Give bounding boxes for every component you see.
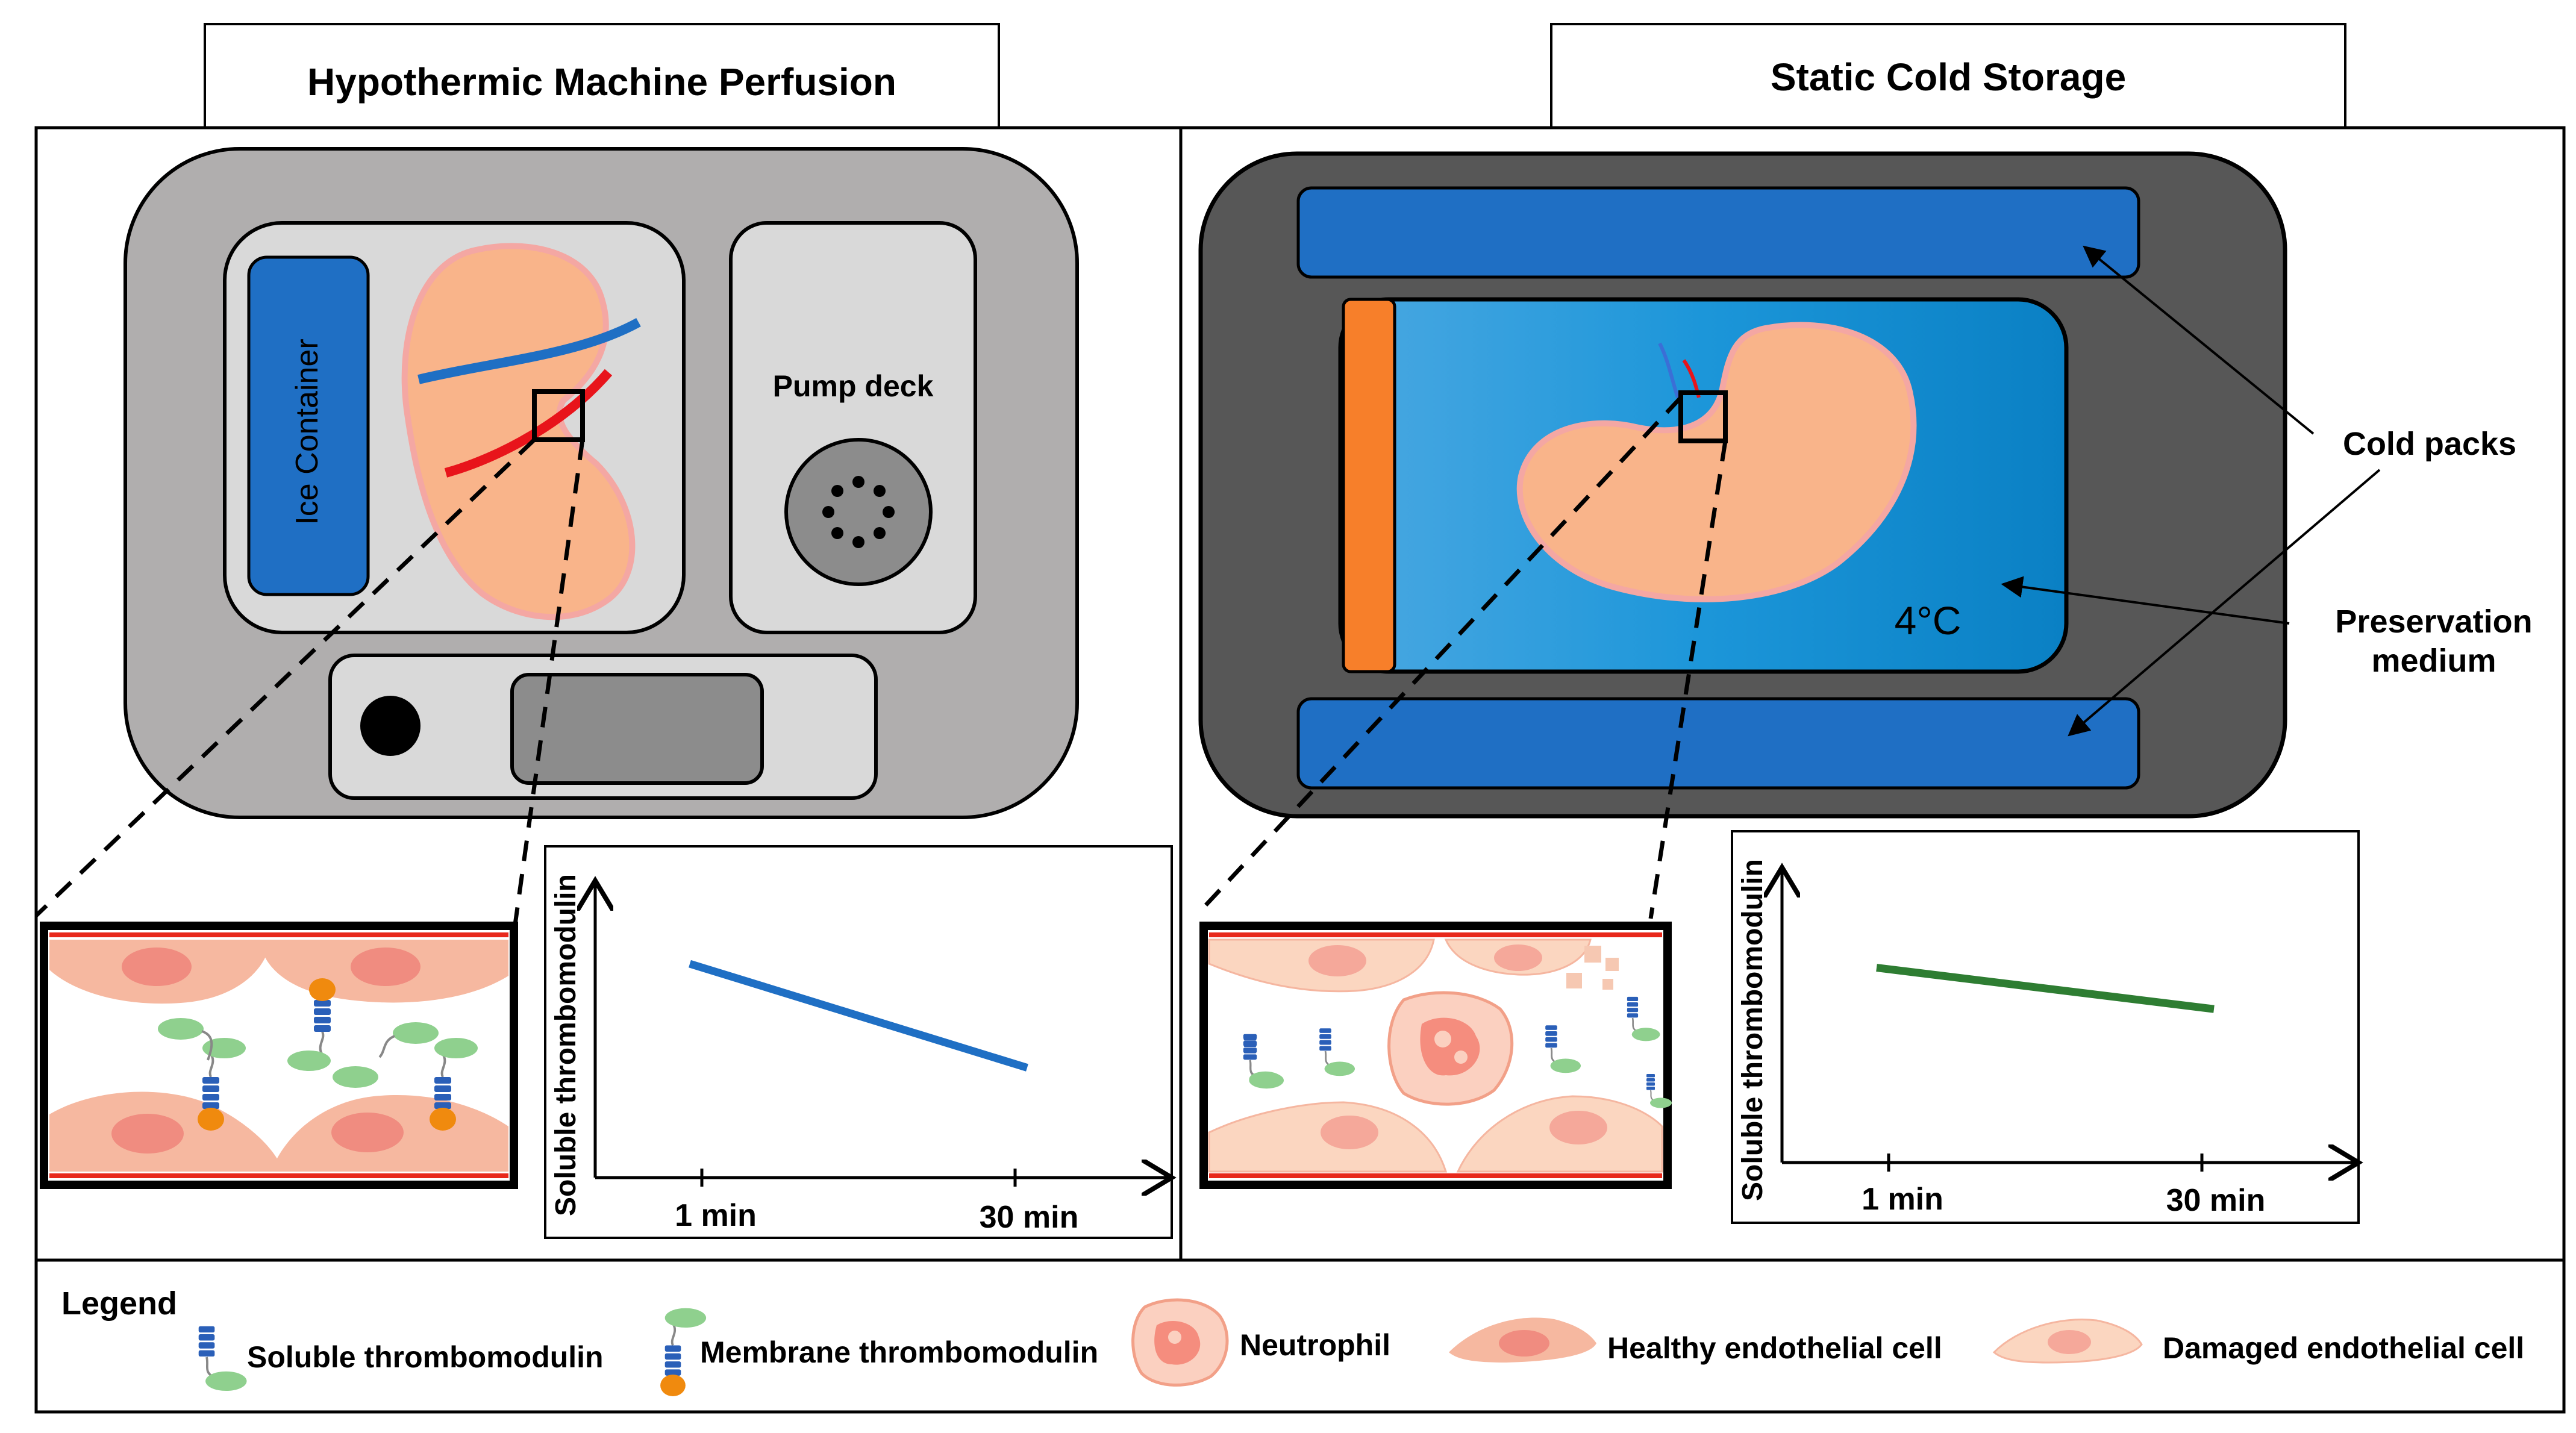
vessel-inset-hmp [40, 922, 518, 1189]
chart-scs-tick-label-1min: 1 min [1862, 1182, 1943, 1217]
zoom-line-left-hmp [34, 438, 536, 917]
chart-hmp-series-line [689, 960, 1028, 1072]
hmp-device: Ice Container Pump deck [123, 147, 1079, 819]
zoom-box-scs [1678, 390, 1728, 443]
preservation-medium-label-line2: medium [2371, 643, 2496, 679]
pump-deck-label: Pump deck [773, 369, 934, 403]
chart-scs-tick-label-30min: 30 min [2166, 1183, 2266, 1218]
pump-head-icon [784, 438, 933, 586]
preservation-medium-arrow [2001, 576, 2290, 625]
legend-title: Legend [61, 1285, 177, 1322]
legend-neutrophil-icon [1131, 1298, 1229, 1387]
ice-container [247, 255, 370, 596]
hmp-header-title: Hypothermic Machine Perfusion [307, 60, 896, 104]
chart-hmp: 1 min 30 min Soluble thrombomodulin [544, 845, 1173, 1239]
chart-scs: 1 min 30 min Soluble thrombomodulin [1731, 830, 2360, 1224]
zoom-line-left-scs [1197, 396, 1683, 914]
legend-healthy-endothelial-cell-icon [1449, 1317, 1596, 1363]
legend-soluble-thrombomodulin-icon [197, 1325, 248, 1392]
preservation-medium-label-line1: Preservation [2335, 604, 2532, 640]
kidney-hmp [401, 243, 636, 620]
legend-healthy-endothelial-cell-label: Healthy endothelial cell [1607, 1331, 1942, 1365]
cold-packs-arrow-bottom [2068, 469, 2381, 737]
chart-scs-frame [1731, 830, 2360, 1224]
chart-hmp-tick-label-1min: 1 min [675, 1198, 757, 1233]
legend-membrane-thrombomodulin-label: Membrane thrombomodulin [700, 1335, 1098, 1369]
artery-tube [444, 369, 613, 478]
legend-damaged-endothelial-cell-label: Damaged endothelial cell [2163, 1331, 2524, 1365]
main-frame [34, 126, 2566, 1414]
vein-tube [417, 317, 641, 384]
orange-lid [1342, 298, 1396, 673]
zoom-line-right-scs [1648, 440, 1728, 919]
scs-vein [1658, 342, 1680, 398]
legend: Legend Soluble thrombomodulin Membrane t… [61, 1285, 2524, 1397]
chart-scs-series-line [1876, 964, 2215, 1013]
scs-header-box [1550, 23, 2346, 129]
chart-scs-y-label: Soluble thrombomodulin [1737, 859, 1769, 1201]
chart-hmp-frame [544, 845, 1173, 1239]
temperature-label: 4°C [1895, 598, 1962, 643]
legend-soluble-thrombomodulin-label: Soluble thrombomodulin [247, 1340, 604, 1374]
scs-device: 4°C [1198, 151, 2287, 819]
chart-hmp-y-label: Soluble thrombomodulin [550, 874, 582, 1216]
hmp-header-box [204, 23, 1000, 129]
ice-container-label: Ice Container [290, 339, 325, 525]
chart-hmp-tick-label-30min: 30 min [980, 1200, 1079, 1235]
zoom-line-right-hmp [513, 439, 585, 925]
vessel-inset-scs [1199, 922, 1672, 1189]
cold-packs-arrow-top [2083, 245, 2315, 435]
display-screen [510, 673, 764, 785]
legend-damaged-endothelial-cell-icon [1992, 1319, 2143, 1364]
cold-pack-bottom [1296, 697, 2140, 790]
scs-header-title: Static Cold Storage [1771, 55, 2126, 99]
cold-pack-top [1296, 186, 2140, 279]
kidney-scs [1516, 322, 1917, 602]
zoom-box-hmp [532, 389, 585, 442]
legend-membrane-thrombomodulin-icon [659, 1307, 707, 1397]
legend-neutrophil-label: Neutrophil [1240, 1328, 1390, 1362]
power-button-icon [360, 696, 420, 756]
cold-packs-label: Cold packs [2343, 426, 2516, 462]
